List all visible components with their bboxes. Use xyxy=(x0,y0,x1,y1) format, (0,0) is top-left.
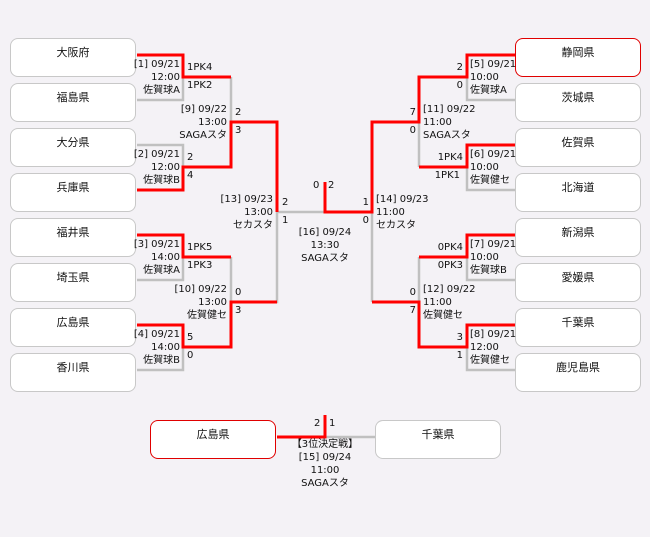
team-box[interactable]: 兵庫県 xyxy=(10,173,136,212)
score: 7 xyxy=(409,305,416,316)
score: 0 xyxy=(409,287,416,298)
score: 3 xyxy=(456,332,463,343)
score: 1 xyxy=(456,350,463,361)
team-box[interactable]: 大阪府 xyxy=(10,38,136,77)
score: 0 xyxy=(187,350,194,361)
team-box[interactable]: 静岡県 xyxy=(515,38,641,77)
team-box[interactable]: 愛媛県 xyxy=(515,263,641,302)
team-box[interactable]: 埼玉県 xyxy=(10,263,136,302)
score: 1 xyxy=(329,418,336,429)
score: 3 xyxy=(235,125,242,136)
team-box[interactable]: 福島県 xyxy=(10,83,136,122)
team-box[interactable]: 千葉県 xyxy=(515,308,641,347)
score: 4 xyxy=(187,170,194,181)
team-box[interactable]: 福井県 xyxy=(10,218,136,257)
score: 0PK3 xyxy=(437,260,463,271)
team-box[interactable]: 新潟県 xyxy=(515,218,641,257)
score: 2 xyxy=(328,180,335,191)
score: 1PK4 xyxy=(187,62,213,73)
score: 3 xyxy=(235,305,242,316)
score: 0 xyxy=(362,215,369,226)
score: 0 xyxy=(456,80,463,91)
score: 2 xyxy=(314,418,321,429)
score: 2 xyxy=(235,107,242,118)
score: 1 xyxy=(282,215,289,226)
team-box[interactable]: 茨城県 xyxy=(515,83,641,122)
score: 7 xyxy=(409,107,416,118)
score: 0 xyxy=(235,287,242,298)
score: 1PK2 xyxy=(187,80,213,91)
score: 1PK4 xyxy=(437,152,463,163)
score: 1PK1 xyxy=(434,170,460,181)
score: 0PK4 xyxy=(437,242,463,253)
score: 2 xyxy=(282,197,289,208)
team-box[interactable]: 広島県 xyxy=(10,308,136,347)
team-box[interactable]: 鹿児島県 xyxy=(515,353,641,392)
team-box[interactable]: 大分県 xyxy=(10,128,136,167)
team-box[interactable]: 佐賀県 xyxy=(515,128,641,167)
score: 2 xyxy=(456,62,463,73)
team-box[interactable]: 香川県 xyxy=(10,353,136,392)
score: 1PK5 xyxy=(187,242,213,253)
score: 0 xyxy=(409,125,416,136)
team-box[interactable]: 北海道 xyxy=(515,173,641,212)
score: 1PK3 xyxy=(187,260,213,271)
score: 2 xyxy=(187,152,194,163)
third-place-team1[interactable]: 広島県 xyxy=(150,420,276,459)
score: 5 xyxy=(187,332,194,343)
score: 0 xyxy=(313,180,320,191)
third-place-team2[interactable]: 千葉県 xyxy=(375,420,501,459)
score: 1 xyxy=(362,197,369,208)
